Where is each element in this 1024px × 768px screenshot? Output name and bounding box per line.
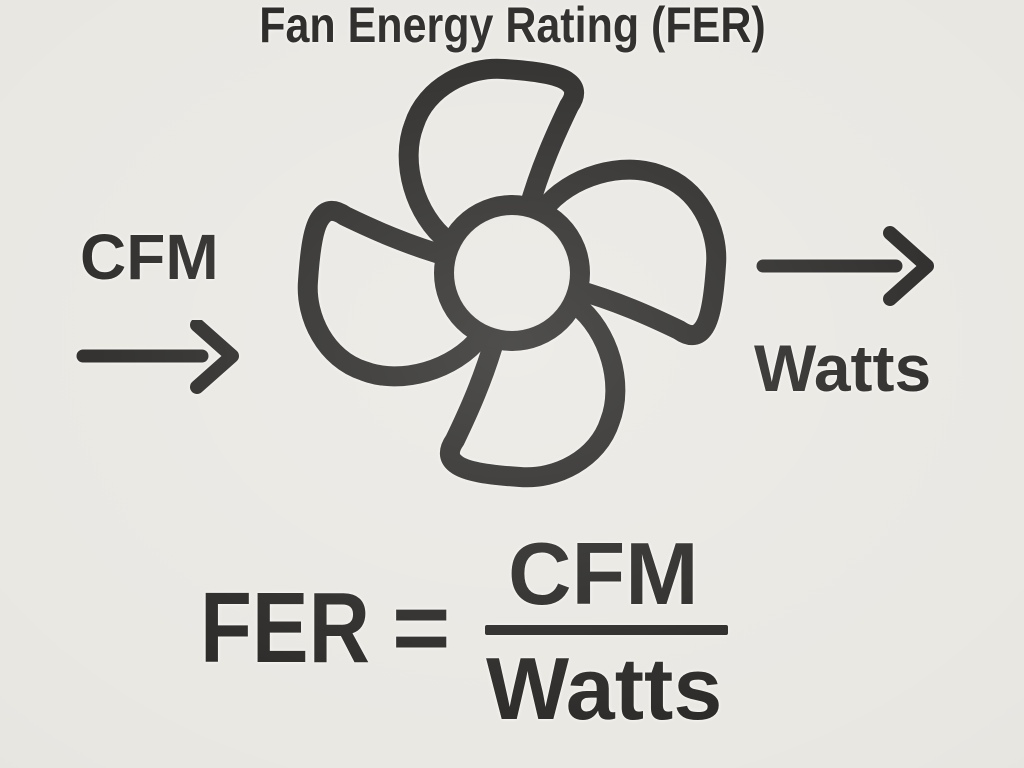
input-arrow-icon	[76, 320, 239, 394]
fan-blade-left	[297, 200, 491, 387]
output-flow-label: Watts	[754, 331, 932, 405]
fan-blade-right	[533, 159, 727, 346]
fraction-bar	[485, 625, 728, 635]
formula-numerator: CFM	[508, 524, 699, 623]
formula-lhs-text: FER	[200, 572, 370, 684]
output-arrow-icon	[756, 226, 934, 306]
fan-blade-top	[398, 58, 585, 252]
formula-denominator: Watts	[486, 639, 723, 738]
input-flow-label: CFM	[80, 221, 219, 293]
fan-icon	[297, 58, 727, 488]
page-title-text: Fan Energy Rating (FER)	[258, 0, 766, 53]
formula-lhs: FER	[200, 578, 400, 678]
fan-blade-bottom	[439, 294, 626, 488]
fan-hub	[434, 195, 590, 351]
page-title: Fan Energy Rating (FER)	[0, 0, 1024, 50]
equals-sign: =	[392, 572, 451, 684]
